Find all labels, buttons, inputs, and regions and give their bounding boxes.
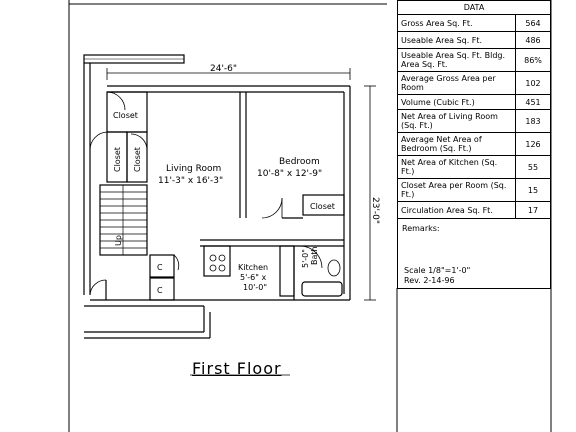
- overall-depth-label: 23'-0": [370, 197, 380, 224]
- revision-note: Rev. 2-14-96: [404, 276, 455, 285]
- bath-label: Bath: [310, 246, 319, 265]
- table-row: Volume (Cubic Ft.)451: [397, 94, 551, 110]
- kitchen-dims-a: 5'-6" x: [240, 273, 266, 282]
- overall-width-label: 24'-6": [210, 64, 237, 74]
- bedroom-dims: 10'-8" x 12'-9": [257, 169, 322, 179]
- data-table: DATA Gross Area Sq. Ft.564 Useable Area …: [397, 0, 551, 219]
- kitchen-dims-b: 10'-0": [243, 283, 267, 292]
- row-label: Average Net Area of Bedroom (Sq. Ft.): [397, 132, 516, 156]
- table-row: Circulation Area Sq. Ft.17: [397, 201, 551, 219]
- closet-left-b-label: Closet: [133, 147, 142, 172]
- bath-dims-label: 5'-0": [301, 249, 310, 268]
- scale-note: Scale 1/8"=1'-0": [404, 266, 471, 275]
- table-row: Net Area of Living Room (Sq. Ft.)183: [397, 109, 551, 133]
- row-label: Net Area of Kitchen (Sq. Ft.): [397, 155, 516, 179]
- row-value: 183: [515, 109, 551, 133]
- table-row: Average Net Area of Bedroom (Sq. Ft.)126: [397, 132, 551, 156]
- row-value: 86%: [515, 48, 551, 72]
- living-room-label: Living Room: [166, 164, 221, 174]
- row-value: 55: [515, 155, 551, 179]
- row-label: Net Area of Living Room (Sq. Ft.): [397, 109, 516, 133]
- closet-c-b-label: C: [157, 286, 163, 295]
- row-value: 15: [515, 178, 551, 202]
- closet-c-a-label: C: [157, 263, 163, 272]
- row-value: 126: [515, 132, 551, 156]
- floor-title: First Floor: [192, 359, 282, 378]
- closet-top-label: Closet: [113, 111, 138, 120]
- remarks-label: Remarks:: [402, 224, 440, 233]
- kitchen-label: Kitchen: [238, 263, 268, 272]
- stair-up-label: Up: [114, 235, 123, 246]
- closet-left-a-label: Closet: [113, 147, 122, 172]
- row-value: 17: [515, 201, 551, 219]
- living-room-dims: 11'-3" x 16'-3": [158, 176, 223, 186]
- row-label: Average Gross Area per Room: [397, 71, 516, 95]
- bedroom-label: Bedroom: [279, 157, 320, 167]
- bedroom-closet-label: Closet: [310, 202, 335, 211]
- table-row: Useable Area Sq. Ft.486: [397, 31, 551, 49]
- table-row: Gross Area Sq. Ft.564: [397, 14, 551, 32]
- table-row: Net Area of Kitchen (Sq. Ft.)55: [397, 155, 551, 179]
